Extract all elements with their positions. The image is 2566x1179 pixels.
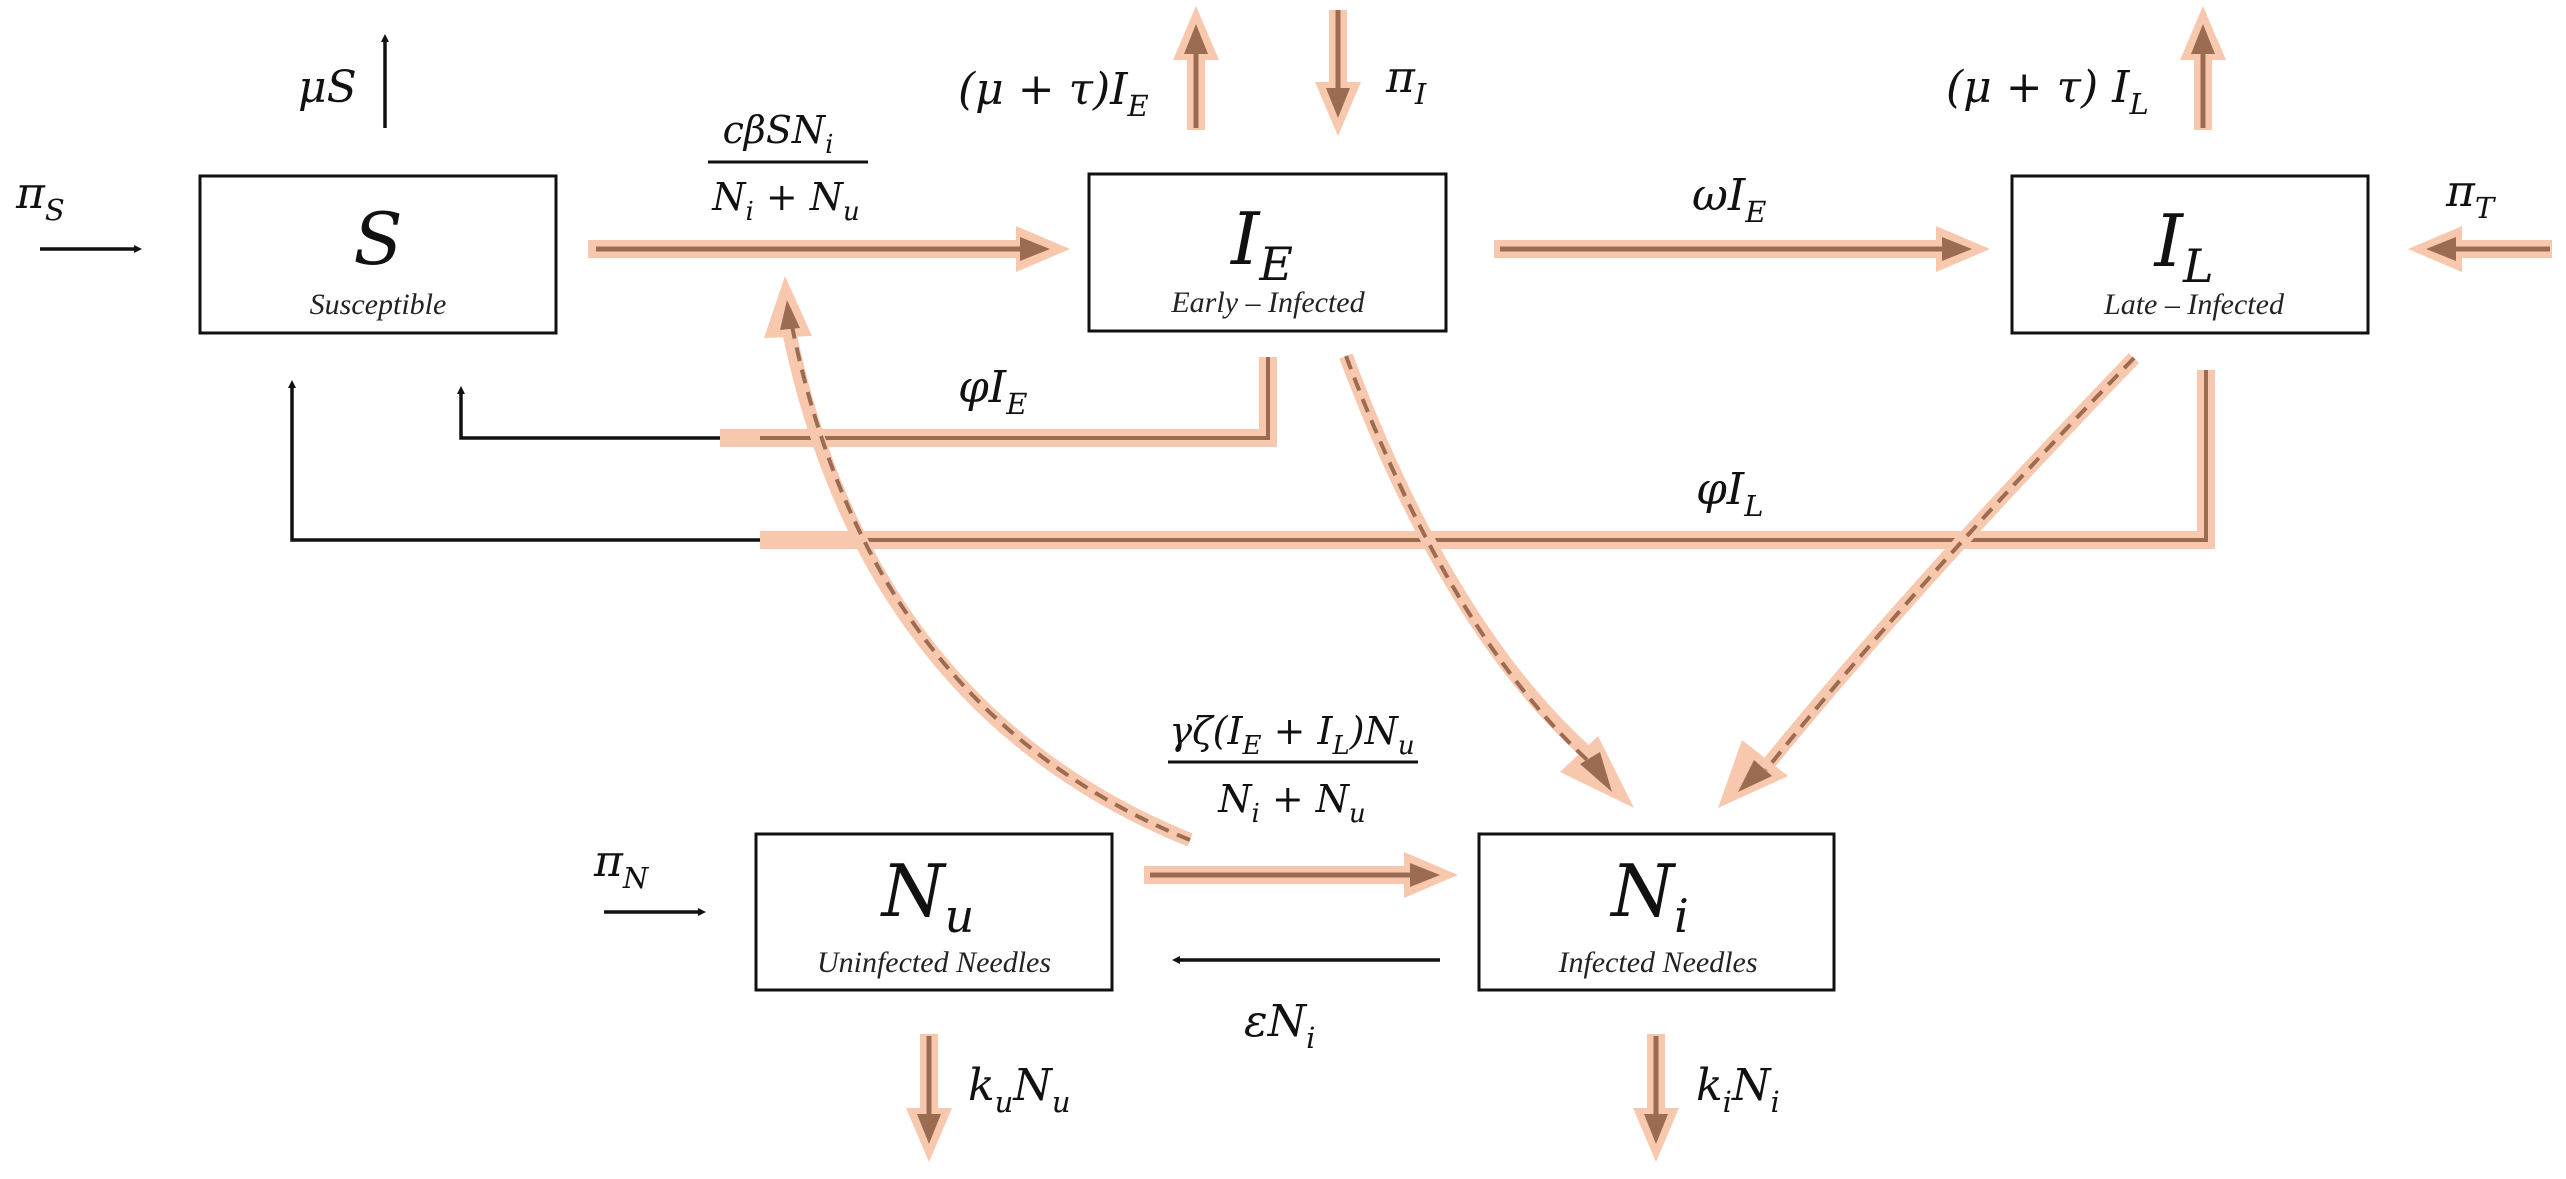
rate-progression: ωIE	[1692, 170, 1766, 229]
compartment-ie-caption: Early – Infected	[1170, 286, 1365, 319]
contamination-arrow	[1144, 852, 1458, 898]
recruitment-ie-arrow	[1315, 10, 1361, 136]
ie-to-ni-dashed-arrow	[1339, 353, 1634, 808]
compartment-il-caption: Late – Infected	[2103, 288, 2285, 321]
progression-arrow	[1494, 226, 1990, 272]
recruitment-il-arrow	[2408, 226, 2552, 272]
rate-infection-denominator: Ni + Nu	[711, 175, 860, 227]
compartment-ni-caption: Infected Needles	[1557, 946, 1757, 979]
compartment-s-caption: Susceptible	[310, 288, 447, 321]
compartment-nu-caption: Uninfected Needles	[817, 946, 1051, 979]
rate-decay-ni: kiNi	[1696, 1060, 1780, 1119]
compartment-il-symbol: IL	[2153, 199, 2214, 293]
rate-pi-n: πN	[593, 836, 650, 895]
compartment-s-symbol: S	[353, 197, 402, 281]
rate-infection: cβSNi Ni + Nu	[708, 108, 868, 227]
rate-contamination-numerator: γζ(IE + IL)Nu	[1169, 709, 1414, 761]
treatment-ie-core	[760, 357, 1270, 440]
treatment-il-return-line	[288, 380, 2200, 542]
treatment-il-core	[860, 370, 2208, 542]
rate-infection-numerator: cβSNi	[723, 108, 834, 160]
rate-contamination-denominator: Ni + Nu	[1217, 777, 1366, 829]
rate-exit-il: (μ + τ) IL	[1946, 62, 2149, 121]
exit-il-arrow	[2180, 6, 2226, 130]
rate-treatment-ie: φIE	[958, 362, 1027, 421]
rate-pi-t: πT	[2445, 166, 2497, 225]
decay-nu-arrow	[906, 1034, 952, 1162]
rate-pi-i: πI	[1385, 52, 1427, 111]
rate-treatment-il: φIL	[1696, 464, 1763, 523]
compartment-ie-symbol: IE	[1229, 197, 1293, 291]
nu-to-infection-dashed-arrow	[764, 276, 1193, 847]
infection-arrow	[588, 226, 1070, 272]
rate-exit-ie: (μ + τ)IE	[958, 64, 1149, 123]
rate-pi-s: πS	[15, 168, 65, 227]
compartment-ni-symbol: Ni	[1609, 849, 1689, 943]
rate-mu-s: μS	[298, 62, 357, 113]
rate-decay-nu: kuNu	[968, 1060, 1071, 1119]
rate-contamination: γζ(IE + IL)Nu Ni + Nu	[1168, 709, 1418, 829]
compartment-ni: Ni Infected Needles	[1477, 832, 1836, 992]
decay-ni-arrow	[1633, 1034, 1679, 1162]
compartment-s: S Susceptible	[198, 174, 558, 335]
il-to-ni-dashed-arrow	[1718, 353, 2140, 808]
compartment-nu: Nu Uninfected Needles	[754, 832, 1114, 992]
exit-ie-arrow	[1173, 6, 1219, 130]
rate-cleaning: εNi	[1244, 996, 1315, 1055]
compartment-il: IL Late – Infected	[2010, 174, 2370, 335]
compartment-nu-symbol: Nu	[880, 849, 975, 943]
compartment-ie: IE Early – Infected	[1087, 172, 1448, 333]
